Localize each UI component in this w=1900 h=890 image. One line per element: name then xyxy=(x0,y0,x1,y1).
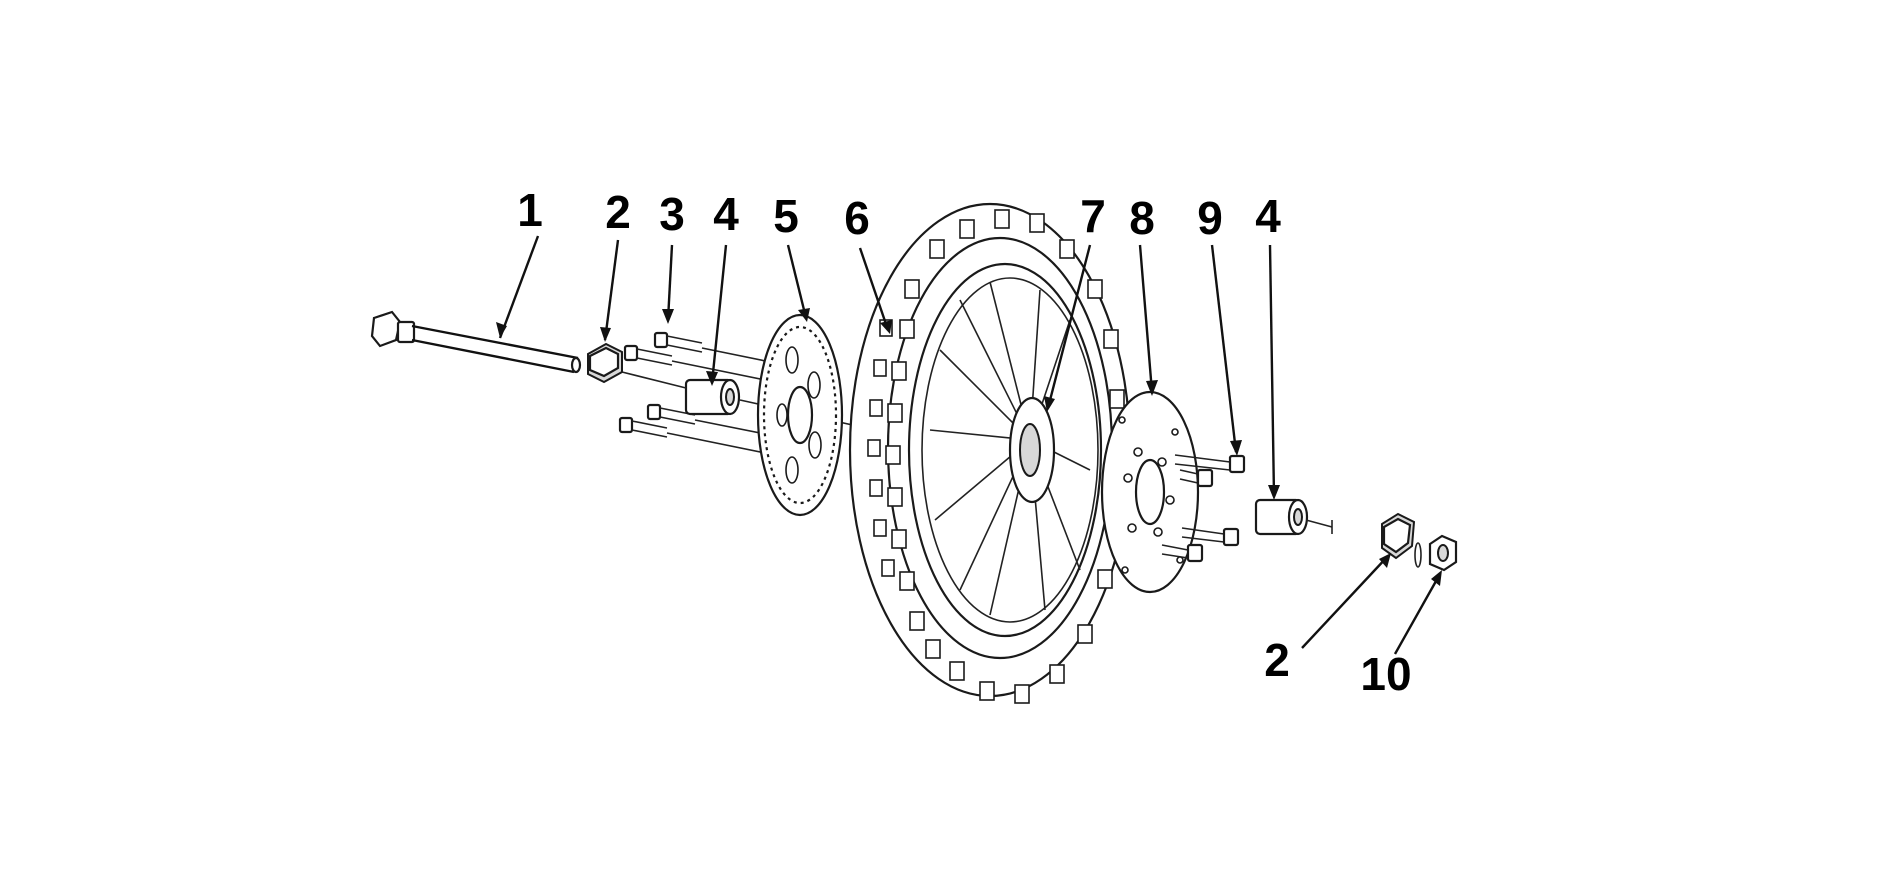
callout-2-left: 2 xyxy=(605,186,631,238)
callout-1: 1 xyxy=(517,184,543,236)
callout-8: 8 xyxy=(1129,192,1155,244)
wheel-hub xyxy=(1008,396,1056,504)
rear-sprocket xyxy=(756,313,844,517)
callout-5: 5 xyxy=(773,190,799,242)
chain-adjuster-left xyxy=(587,342,623,384)
brake-disc xyxy=(1100,390,1200,594)
axle-bolt xyxy=(370,310,582,374)
callout-3: 3 xyxy=(659,188,685,240)
leader-lines xyxy=(496,235,1442,655)
callout-4-left: 4 xyxy=(713,188,739,240)
axle-nut xyxy=(1414,534,1458,572)
callout-2-right: 2 xyxy=(1264,634,1290,686)
callout-labels: 1 2 3 4 5 6 7 8 9 4 2 10 xyxy=(517,184,1411,700)
callout-7: 7 xyxy=(1080,190,1106,242)
wheel-tire xyxy=(848,202,1132,704)
wheel-spacer-right xyxy=(1254,498,1333,536)
callout-6: 6 xyxy=(844,192,870,244)
callout-10: 10 xyxy=(1360,648,1411,700)
chain-adjuster-right xyxy=(1381,512,1416,560)
callout-9: 9 xyxy=(1197,192,1223,244)
callout-4-right: 4 xyxy=(1255,190,1281,242)
